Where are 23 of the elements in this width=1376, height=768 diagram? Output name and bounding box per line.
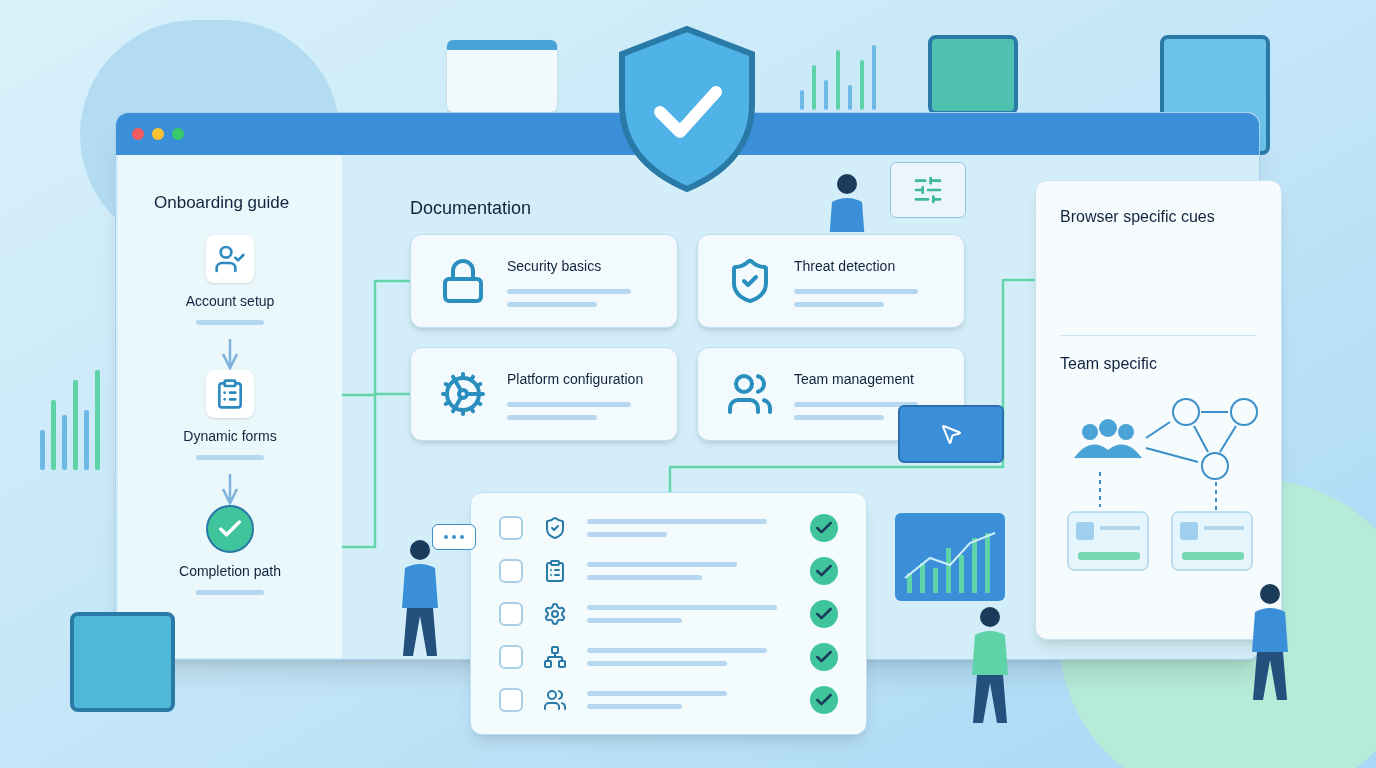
panel-heading: Browser specific cues [1060,207,1216,227]
topic-card [410,234,678,328]
topic-title: Team management [794,369,915,389]
topic-title: Platform configuration [507,369,644,389]
panel-heading: Onboarding guide [154,192,290,214]
connector-line [668,278,1035,492]
arrow [221,474,239,505]
connector-line [342,279,410,397]
side-panel [1035,180,1282,640]
topic-card [697,234,965,328]
connector-line [342,392,410,549]
step-label: Account setup [185,292,275,311]
step-label: Completion path [179,562,281,581]
checklist-card [470,492,867,735]
panel-heading: Team specific [1060,354,1158,374]
topic-title: Security basics [507,256,603,276]
topic-title: Threat detection [794,256,897,276]
section-heading: Documentation [410,197,532,220]
guide-panel [118,155,342,658]
topic-card [410,347,678,441]
topic-card [697,347,965,441]
arrow [221,339,239,370]
step-label: Dynamic forms [183,427,277,446]
